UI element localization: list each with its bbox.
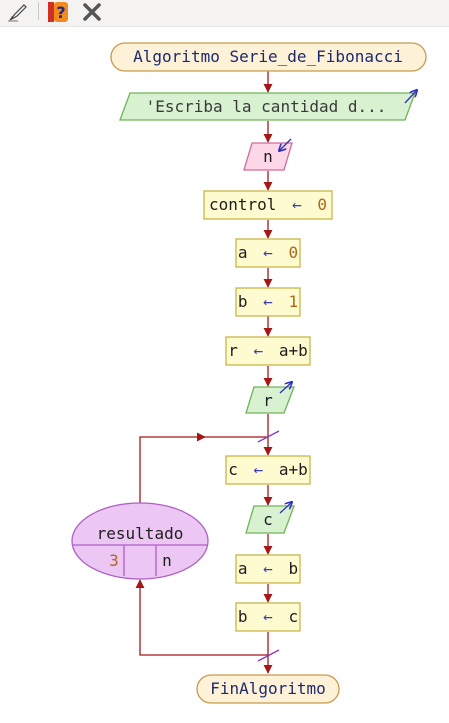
input-arrow-icon <box>279 138 292 151</box>
assign-arrow: ← <box>263 292 273 311</box>
assign-var: b <box>238 292 248 311</box>
flow-connectors <box>135 70 273 674</box>
output-arrow-icon <box>279 502 292 514</box>
output-var-label: c <box>263 510 273 529</box>
input-var-label: n <box>263 147 273 166</box>
output-var-label: r <box>263 391 273 410</box>
svg-text:control ← 0: control ← 0 <box>209 195 327 214</box>
loop-exit-marker <box>257 649 280 662</box>
assign-r-block[interactable]: r ← a+b <box>225 336 311 366</box>
output-arrow-icon <box>404 90 417 104</box>
assign-a2-block[interactable]: a ← b <box>235 554 301 584</box>
assign-arrow: ← <box>263 243 273 262</box>
assign-arrow: ← <box>263 559 273 578</box>
output-r-block[interactable]: r <box>245 382 295 414</box>
assign-arrow: ← <box>254 460 264 479</box>
output-message-text: 'Escriba la cantidad d... <box>146 97 387 116</box>
assign-value: a+b <box>279 460 308 479</box>
assign-b2-block[interactable]: b ← c <box>235 602 301 632</box>
loop-from-value: 3 <box>109 551 119 570</box>
end-terminal[interactable]: FinAlgoritmo <box>196 674 340 704</box>
svg-text:a ← b: a ← b <box>238 559 298 578</box>
end-label: FinAlgoritmo <box>210 679 326 698</box>
assign-control-block[interactable]: control ← 0 <box>203 190 333 220</box>
svg-text:?: ? <box>56 3 65 22</box>
assign-value: 0 <box>317 195 327 214</box>
assign-value: 0 <box>288 243 298 262</box>
assign-value: c <box>288 607 298 626</box>
toolbar: ? <box>0 0 449 27</box>
assign-arrow: ← <box>292 195 302 214</box>
assign-c-block[interactable]: c ← a+b <box>225 455 311 485</box>
help-icon[interactable]: ? <box>46 0 70 24</box>
output-c-block[interactable]: c <box>245 502 295 534</box>
for-loop-node[interactable]: resultado 3 n <box>71 502 209 580</box>
loop-entry-marker <box>257 430 280 443</box>
toolbar-separator <box>38 2 39 20</box>
assign-value: b <box>288 559 298 578</box>
edit-pencil-icon[interactable] <box>6 0 30 24</box>
start-terminal[interactable]: Algoritmo Serie_de_Fibonacci <box>110 42 427 72</box>
output-arrow-icon <box>279 382 292 394</box>
svg-text:a ← 0: a ← 0 <box>238 243 298 262</box>
assign-b-block[interactable]: b ← 1 <box>235 287 301 317</box>
assign-arrow: ← <box>254 341 264 360</box>
loop-var-label: resultado <box>97 524 184 543</box>
assign-var: r <box>228 341 238 360</box>
svg-text:b ← 1: b ← 1 <box>238 292 298 311</box>
start-label: Algoritmo Serie_de_Fibonacci <box>133 47 403 66</box>
svg-text:c ← a+b: c ← a+b <box>228 460 307 479</box>
output-message-block[interactable]: 'Escriba la cantidad d... <box>119 90 417 121</box>
assign-var: c <box>228 460 238 479</box>
assign-var: a <box>238 559 248 578</box>
loop-to-value: n <box>162 551 172 570</box>
assign-var: control <box>209 195 276 214</box>
assign-var: b <box>238 607 248 626</box>
assign-a-block[interactable]: a ← 0 <box>235 238 301 268</box>
close-icon[interactable] <box>80 0 104 24</box>
svg-text:r ← a+b: r ← a+b <box>228 341 307 360</box>
assign-value: a+b <box>279 341 308 360</box>
assign-value: 1 <box>288 292 298 311</box>
svg-text:b ← c: b ← c <box>238 607 298 626</box>
input-n-block[interactable]: n <box>243 138 293 171</box>
assign-var: a <box>238 243 248 262</box>
assign-arrow: ← <box>263 607 273 626</box>
